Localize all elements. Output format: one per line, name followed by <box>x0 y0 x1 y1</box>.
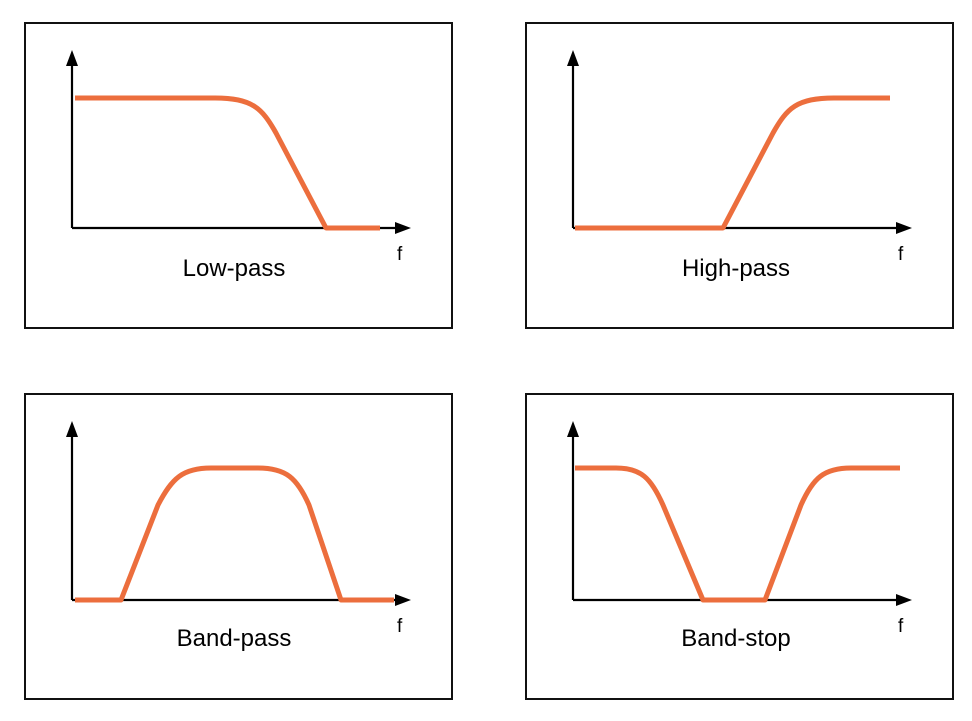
panel-label: Low-pass <box>183 255 286 282</box>
panel-high-pass: f High-pass <box>525 22 954 329</box>
y-axis-arrow-icon <box>66 421 78 437</box>
y-axis-arrow-icon <box>567 50 579 66</box>
panel-label: Band-pass <box>177 625 292 652</box>
response-curve <box>75 95 380 231</box>
panel-frame <box>525 393 954 700</box>
axis-label-f: f <box>898 244 904 265</box>
panel-label: Band-stop <box>681 625 790 652</box>
x-axis-arrow-icon <box>395 222 411 234</box>
y-axis-arrow-icon <box>567 421 579 437</box>
axis-label-f: f <box>397 244 403 265</box>
panel-band-stop: f Band-stop <box>525 393 954 700</box>
panel-frame <box>525 22 954 329</box>
x-axis-arrow-icon <box>896 222 912 234</box>
x-axis-arrow-icon <box>896 594 912 606</box>
panel-label: High-pass <box>682 255 790 282</box>
response-curve <box>575 95 890 231</box>
response-curve <box>575 465 900 603</box>
axis-label-f: f <box>898 616 904 637</box>
panel-frame <box>24 393 453 700</box>
response-curve <box>75 465 394 603</box>
panel-band-pass: f Band-pass <box>24 393 453 700</box>
panel-frame <box>24 22 453 329</box>
axis-label-f: f <box>397 616 403 637</box>
panel-low-pass: f Low-pass <box>24 22 453 329</box>
y-axis-arrow-icon <box>66 50 78 66</box>
x-axis-arrow-icon <box>395 594 411 606</box>
